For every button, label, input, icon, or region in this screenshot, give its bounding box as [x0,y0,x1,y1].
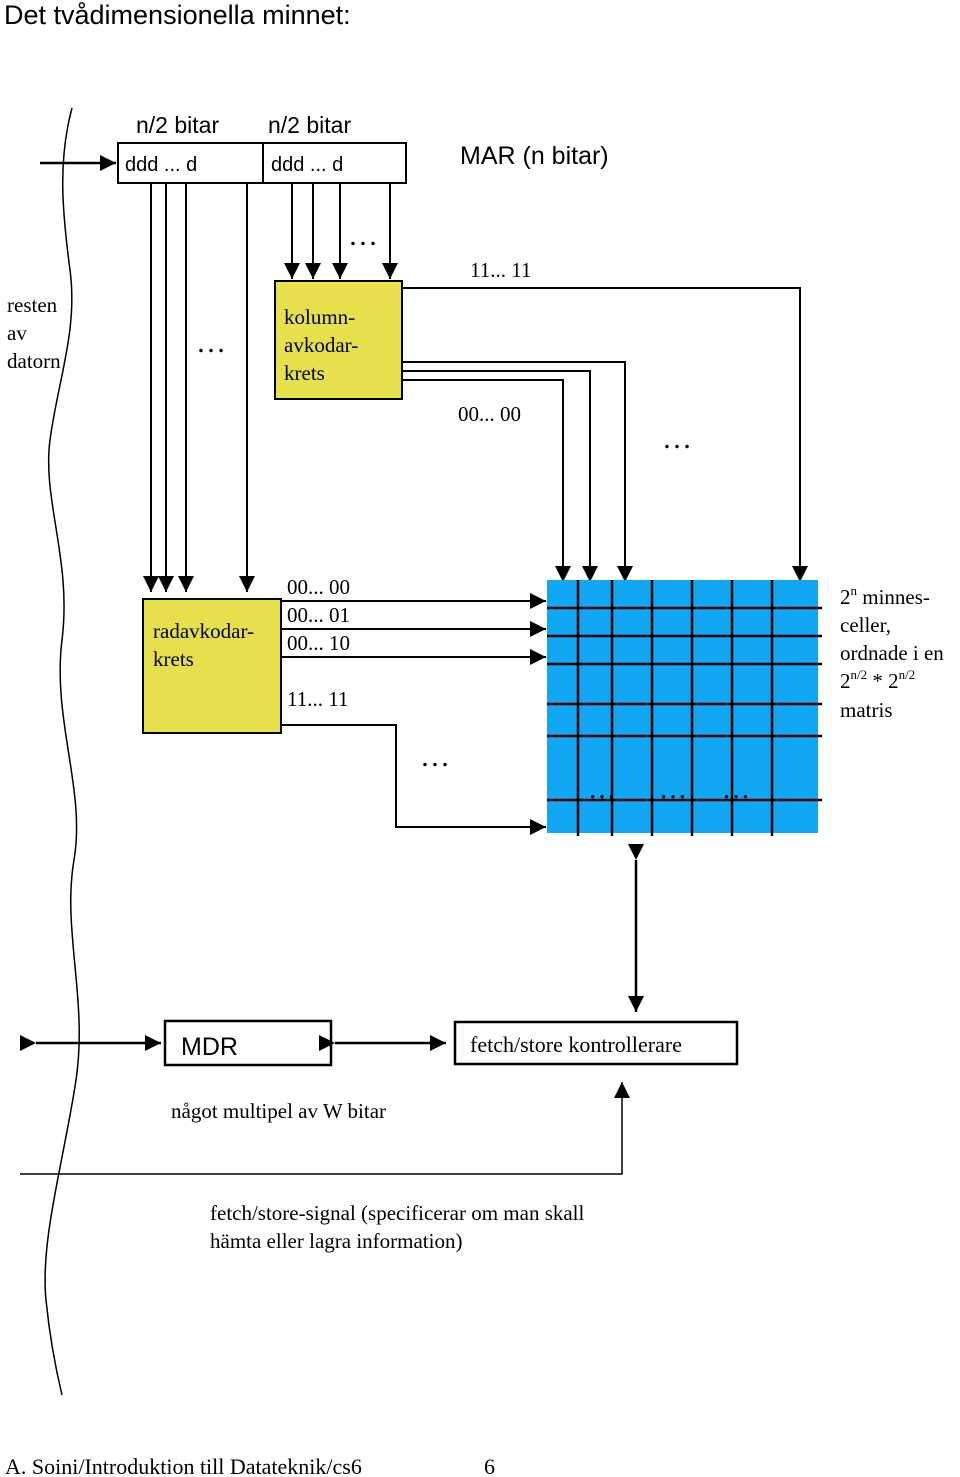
row-decoder-label: radavkodar- krets [153,619,259,671]
mar-left-field: ddd ... d [125,154,197,176]
matrix-ellipsis-2: … [659,774,687,805]
column-output-top-label: 11... 11 [470,258,531,282]
mdr-width-label: något multipel av W bitar [171,1099,386,1123]
mdr-label: MDR [181,1033,238,1061]
column-decoder-label: kolumn- avkodar- krets [284,305,363,385]
row-select-lines [281,593,546,835]
fetch-store-signal-label: fetch/store-signal (specificerar om man … [210,1201,590,1253]
fetch-store-controller [453,1020,739,1066]
column-outputs-ellipsis: … [662,422,692,455]
mar-label: MAR (n bitar) [460,142,609,170]
mdr-register [163,1019,333,1067]
matrix-grid [547,580,822,836]
row-outputs-ellipsis: … [420,740,450,773]
row-output-label-1: 00... 01 [287,603,350,627]
matrix-ellipsis-3: … [722,774,750,805]
matrix-caption-line-4: 2n/2 * 2n/2 [840,667,915,693]
matrix-caption-line-2: celler, [840,613,891,637]
fetch-store-signal-line [20,1082,630,1175]
column-select-lines [402,287,808,582]
controller-label: fetch/store kontrollerare [470,1032,682,1057]
row-decoder [142,598,282,734]
matrix-caption-line-5: matris [840,698,893,722]
row-lines-ellipsis: … [196,326,226,359]
page-number: 6 [484,1454,495,1477]
row-output-label-3: 11... 11 [287,687,348,711]
matrix-caption-line-1: 2n minnes- [840,583,930,609]
row-output-label-0: 00... 00 [287,575,350,599]
column-decoder [274,280,403,400]
column-lines-ellipsis: … [348,219,378,252]
column-address-lines [284,183,398,279]
footer-text: A. Soini/Introduktion till Datateknik/cs… [5,1454,362,1477]
row-address-lines [143,183,255,592]
row-output-label-2: 00... 10 [287,631,350,655]
column-output-bottom-label: 00... 00 [458,402,521,426]
rest-of-computer-label: resten av datorn [7,293,62,373]
slide-title: Det tvådimensionella minnet: [4,0,351,30]
computer-boundary-line [44,107,80,1396]
mar-right-field: ddd ... d [271,154,343,176]
matrix-caption-line-3: ordnade i en [840,641,944,665]
mar-left-width-label: n/2 bitar [136,112,219,138]
matrix-ellipsis-1: … [588,774,616,805]
mar-right-width-label: n/2 bitar [268,112,351,138]
